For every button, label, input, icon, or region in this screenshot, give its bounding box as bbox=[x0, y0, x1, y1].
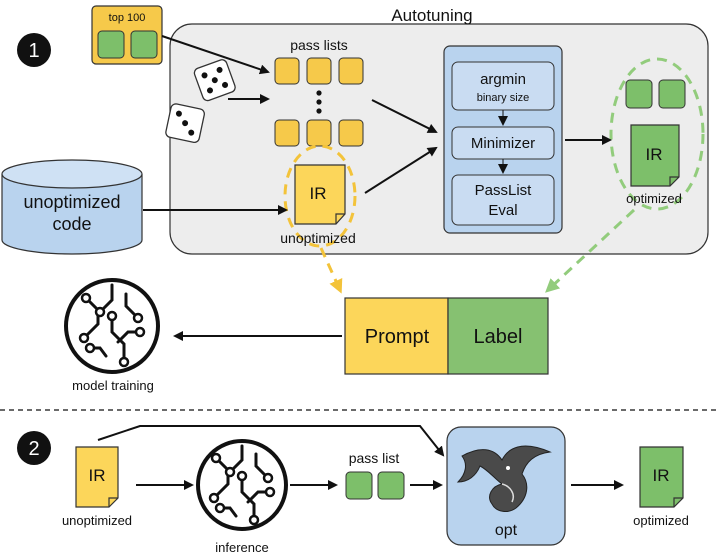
minimizer-label: Minimizer bbox=[471, 135, 535, 152]
argmin-label: argmin bbox=[480, 71, 526, 88]
stage2-ir-unoptimized-doc bbox=[75, 446, 119, 508]
pass-yellow bbox=[306, 119, 332, 147]
arrow-ir-to-pipeline bbox=[364, 146, 438, 194]
stage-2-number: 2 bbox=[28, 438, 39, 460]
pass-lists-grid bbox=[274, 57, 364, 147]
llvm-dragon-icon bbox=[456, 445, 552, 512]
unoptimized-code-line1: unoptimized bbox=[23, 192, 120, 212]
ir-unoptimized-doc bbox=[294, 164, 346, 225]
label-label: Label bbox=[474, 326, 523, 348]
model-training-label: model training bbox=[72, 378, 154, 393]
pass-yellow bbox=[306, 57, 332, 85]
opt-label: opt bbox=[495, 522, 518, 539]
top-100-pass-green-2 bbox=[130, 30, 158, 59]
opt-pass-green-1 bbox=[625, 79, 653, 109]
unoptimized-code-line2: code bbox=[52, 214, 91, 234]
opt-pass-green-2 bbox=[658, 79, 686, 109]
ir-unoptimized-caption: unoptimized bbox=[280, 230, 356, 246]
ir-optimized-caption: optimized bbox=[626, 191, 682, 206]
ir-unoptimized-highlight bbox=[283, 144, 357, 248]
pass-list-label: pass list bbox=[349, 450, 400, 466]
pass-yellow bbox=[338, 119, 364, 147]
stage2-pass-green-1 bbox=[345, 471, 373, 500]
inference-label: inference bbox=[215, 540, 268, 555]
model-training-chip-icon bbox=[64, 278, 160, 374]
stage2-ir-unoptimized-label: IR bbox=[89, 466, 106, 485]
ir-optimized-doc bbox=[630, 124, 680, 187]
autotuning-title: Autotuning bbox=[391, 6, 472, 25]
autotuning-panel bbox=[169, 23, 709, 255]
pass-yellow bbox=[338, 57, 364, 85]
stage2-ir-optimized-caption: optimized bbox=[633, 513, 689, 528]
stage2-ir-unoptimized-caption: unoptimized bbox=[62, 513, 132, 528]
ir-optimized-highlight bbox=[609, 57, 705, 211]
argmin-sublabel: binary size bbox=[477, 92, 530, 104]
arrow-ir-to-prompt bbox=[319, 247, 343, 294]
stage2-ir-optimized-doc bbox=[639, 446, 684, 508]
unoptimized-code-database bbox=[1, 159, 143, 255]
stage2-ir-optimized-label: IR bbox=[653, 466, 670, 485]
prompt-box bbox=[344, 297, 449, 375]
pass-yellow bbox=[274, 57, 300, 85]
passlist-eval-label-2: Eval bbox=[488, 202, 517, 219]
pass-yellow bbox=[274, 119, 300, 147]
prompt-label: Prompt bbox=[365, 326, 430, 348]
label-box bbox=[447, 297, 549, 375]
ir-optimized-label: IR bbox=[646, 145, 663, 164]
stage-2-badge: 2 bbox=[17, 431, 51, 465]
stage-1-badge: 1 bbox=[17, 33, 51, 67]
passlist-eval-label-1: PassList bbox=[475, 182, 533, 199]
passlist-eval-box bbox=[451, 174, 555, 226]
arrow-passlists-to-pipeline bbox=[371, 99, 438, 133]
pass-lists-label: pass lists bbox=[290, 37, 348, 53]
arrow-optimized-to-label bbox=[545, 208, 636, 293]
top-100-pass-green-1 bbox=[97, 30, 125, 59]
top-100-label: top 100 bbox=[109, 12, 146, 24]
ir-unoptimized-label: IR bbox=[310, 184, 327, 203]
arrow-top100-to-passlists bbox=[161, 35, 270, 75]
dice-icon bbox=[165, 59, 236, 144]
inference-chip-icon bbox=[196, 439, 288, 531]
top-100-box: top 100 bbox=[91, 5, 163, 65]
stage-1-number: 1 bbox=[28, 40, 39, 62]
stage2-pass-green-2 bbox=[377, 471, 405, 500]
arrow-ir-to-opt-bypass bbox=[97, 425, 445, 457]
